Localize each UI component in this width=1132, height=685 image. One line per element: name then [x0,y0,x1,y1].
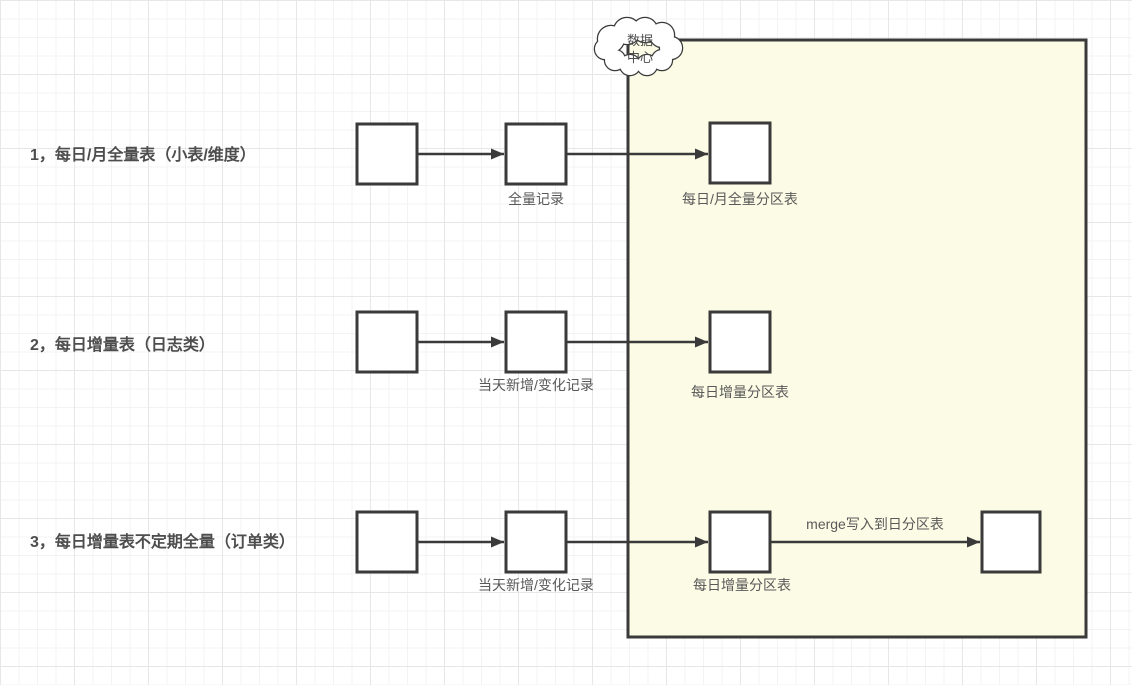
row2-source-box [355,310,419,374]
row3-source-box [355,510,419,574]
row1-title: 1，每日/月全量表（小表/维度） [30,145,256,164]
row1-staging-label: 全量记录 [508,191,564,207]
row2-title: 2，每日增量表（日志类） [30,335,215,354]
row3-staging-label: 当天新增/变化记录 [478,577,594,593]
merge-arrow-label: merge写入到日分区表 [806,516,944,532]
row2-staging-label: 当天新增/变化记录 [478,377,594,393]
row2-partition-box [708,310,772,374]
row2-partition-label: 每日增量分区表 [691,384,789,400]
cloud-label-line2: 中心 [627,50,653,65]
row2-staging-box [504,310,568,374]
row1-source-box [355,122,419,186]
row3-staging-box [504,510,568,574]
row3-title: 3，每日增量表不定期全量（订单类） [30,532,295,551]
row1-partition-label: 每日/月全量分区表 [682,191,798,207]
row1-partition-box [708,121,772,185]
row1-staging-box [504,122,568,186]
row3-partition-box [708,510,772,574]
row3-merged-box [980,510,1042,574]
row3-partition-label: 每日增量分区表 [693,577,791,593]
cloud-label-line1: 数据 [627,33,653,48]
